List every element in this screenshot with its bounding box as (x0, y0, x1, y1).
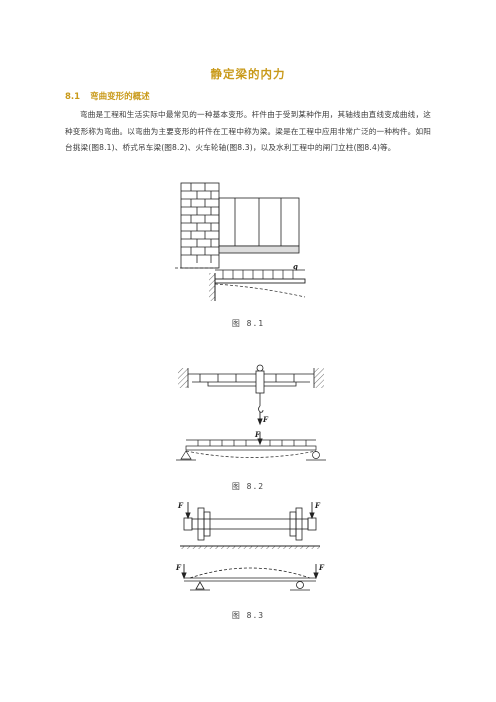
force-top-label: F (262, 415, 269, 424)
force-label-2: F (314, 501, 321, 510)
figure-8-2-caption: 图 8.2 (231, 482, 265, 491)
figure-8-1-caption: 图 8.1 (231, 319, 265, 328)
figure-8-1-diagram: q (175, 182, 306, 301)
force-label-1: F (177, 501, 184, 510)
section-number: 8.1 (65, 92, 81, 102)
body-paragraph: 弯曲是工程和生活实际中最常见的一种基本变形。杆件由于受到某种作用，其轴线由直线变… (65, 110, 431, 153)
figure-8-2-diagram: F F (176, 364, 326, 461)
section-heading: 8.1 弯曲变形的概述 (65, 90, 150, 102)
force-bottom-label: F (254, 430, 261, 439)
load-label: q (293, 262, 298, 271)
figure-8-3-caption: 图 8.3 (231, 611, 265, 620)
section-title: 弯曲变形的概述 (90, 92, 150, 102)
figure-8-3-diagram: F F F F (175, 501, 325, 591)
page-title: 静定梁的内力 (210, 67, 286, 81)
force-label-4: F (318, 563, 325, 572)
force-label-3: F (175, 563, 182, 572)
